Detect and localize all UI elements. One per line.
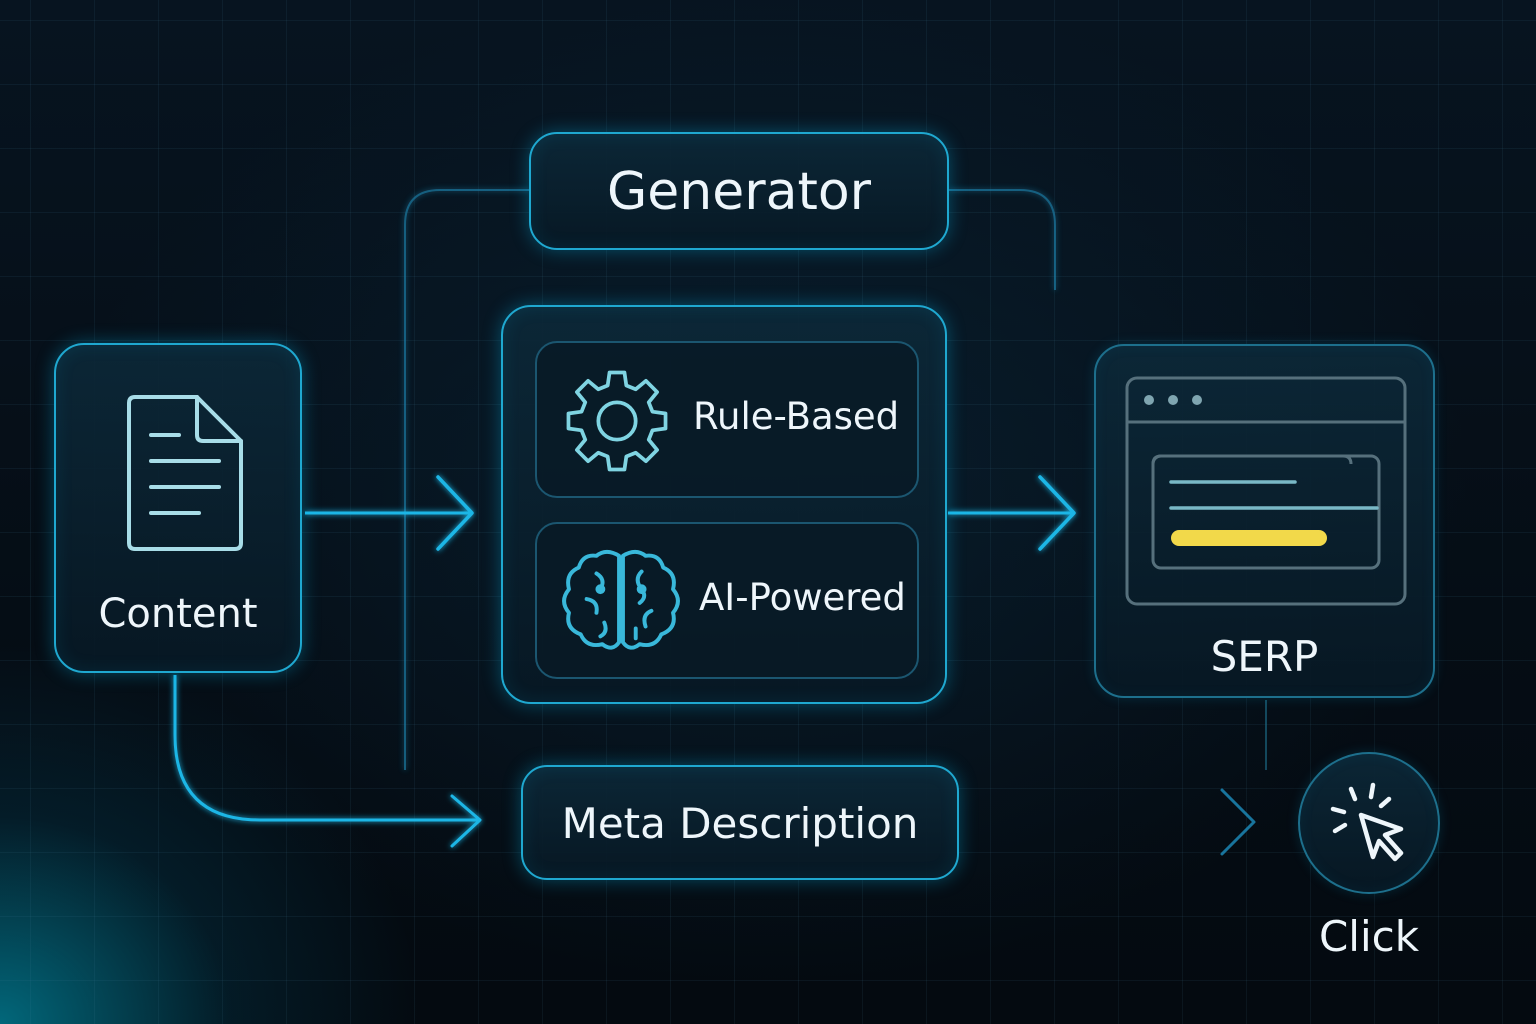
ai-powered-option: AI-Powered [535,522,919,679]
serp-label: SERP [1210,632,1319,681]
content-to-generator-arrow [305,475,474,551]
content-label: Content [98,591,258,637]
meta-description-label: Meta Description [561,799,919,848]
generator-label: Generator [606,162,872,222]
generator-left-wire [404,189,530,770]
highlighted-result [1171,530,1327,546]
gear-icon [566,370,668,472]
content-node: Content [54,343,302,673]
rule-based-label: Rule-Based [693,395,900,438]
rule-based-option: Rule-Based [535,341,919,498]
generator-methods-panel: Rule-Based AI-Powered [501,305,947,704]
meta-to-click-arrow [975,788,1256,856]
generator-right-wire [948,189,1056,290]
document-icon [127,395,243,551]
ai-powered-label: AI-Powered [699,576,906,619]
generator-node: Generator [529,132,949,250]
meta-description-node: Meta Description [521,765,959,880]
click-label: Click [1318,912,1420,961]
serp-node: SERP [1094,344,1435,698]
content-to-meta-arrow [173,675,482,848]
click-node [1298,752,1440,894]
browser-window-icon [1125,376,1407,606]
cursor-click-icon [1330,782,1404,862]
generator-to-serp-arrow [948,475,1076,551]
brain-icon [562,549,680,650]
